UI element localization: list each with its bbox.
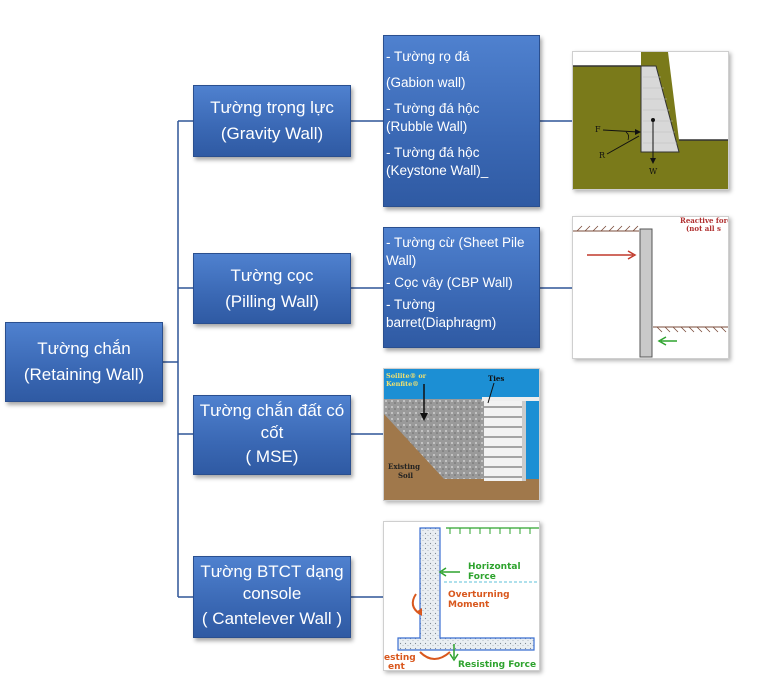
cantilever-wall-node: Tường BTCT dạng console ( Cantelever Wal…	[193, 556, 351, 638]
mse-figure-ties: Ties	[488, 374, 504, 383]
mse-wall-figure: Soilite® or Kenfite® Ties Existing Soil	[383, 368, 540, 501]
gravity-line2: (Gravity Wall)	[220, 124, 324, 143]
gravity-wall-figure: F R W	[572, 51, 729, 190]
pile-figure-force-2: (not all s	[686, 224, 721, 233]
cantilever-figure-resisting-force: Resisting Force	[458, 660, 536, 670]
gravity-figure-w: W	[649, 167, 658, 176]
gravity-wall-node: Tường trọng lực (Gravity Wall)	[193, 85, 351, 157]
gravity-figure-r: R	[599, 151, 606, 160]
pile-line2: (Pilling Wall)	[225, 291, 319, 311]
gravity-figure-f: F	[595, 125, 601, 134]
cantilever-figure-overturning-2: Moment	[448, 600, 490, 610]
cantilever-line2: console	[242, 584, 302, 603]
cantilever-figure-resisting-moment-2: ent	[388, 662, 406, 670]
pile-item: - Tường cừ (Sheet Pile	[386, 235, 525, 250]
cantilever-line1: Tường BTCT dạng	[200, 562, 344, 581]
mse-wall-node: Tường chắn đất có cốt ( MSE)	[193, 395, 351, 475]
cantilever-line3: ( Cantelever Wall )	[201, 609, 343, 628]
root-line1: Tường chắn	[37, 339, 131, 358]
gravity-item: (Gabion wall)	[386, 75, 466, 90]
gravity-item: (Rubble Wall)	[386, 119, 468, 134]
gravity-item: - Tường rọ đá	[386, 49, 470, 64]
gravity-item: - Tường đá hộc	[386, 145, 480, 160]
mse-line1: Tường chắn đất có	[199, 401, 345, 420]
pile-item: Wall)	[386, 253, 417, 268]
gravity-item: (Keystone Wall)_	[386, 163, 489, 178]
pile-line1: Tường cọc	[230, 265, 314, 285]
mse-figure-soil-1: Existing	[388, 462, 420, 471]
cantilever-figure-horizontal-1: Horizontal	[468, 562, 521, 572]
pile-figure-force-1: Reactive force	[680, 217, 728, 225]
mse-figure-backfill-2: Kenfite®	[386, 380, 419, 388]
pile-wall-types: - Tường cừ (Sheet Pile Wall) - Cọc vây (…	[383, 227, 540, 348]
mse-figure-backfill-1: Soilite® or	[386, 372, 427, 380]
pile-item: - Cọc vây (CBP Wall)	[386, 275, 513, 290]
mse-line2: cốt	[260, 423, 284, 442]
mse-figure-soil-2: Soil	[398, 471, 413, 480]
cantilever-wall-figure: Horizontal Force Overturning Moment Resi…	[383, 521, 540, 671]
gravity-wall-types: - Tường rọ đá (Gabion wall) - Tường đá h…	[383, 35, 540, 207]
root-node: Tường chắn (Retaining Wall)	[5, 322, 163, 402]
cantilever-figure-horizontal-2: Force	[468, 572, 496, 582]
cantilever-figure-overturning-1: Overturning	[448, 590, 510, 600]
pile-wall-figure: Reactive force (not all s	[572, 216, 729, 359]
pile-wall-node: Tường cọc (Pilling Wall)	[193, 253, 351, 324]
gravity-line1: Tường trọng lực	[210, 98, 334, 117]
mse-line3: ( MSE)	[245, 447, 299, 466]
gravity-item: - Tường đá hộc	[386, 101, 480, 116]
cantilever-figure-resisting-moment-1: esting	[384, 653, 416, 663]
pile-item: barret(Diaphragm)	[386, 315, 497, 330]
root-line2: (Retaining Wall)	[23, 365, 145, 384]
pile-item: - Tường	[386, 297, 436, 312]
